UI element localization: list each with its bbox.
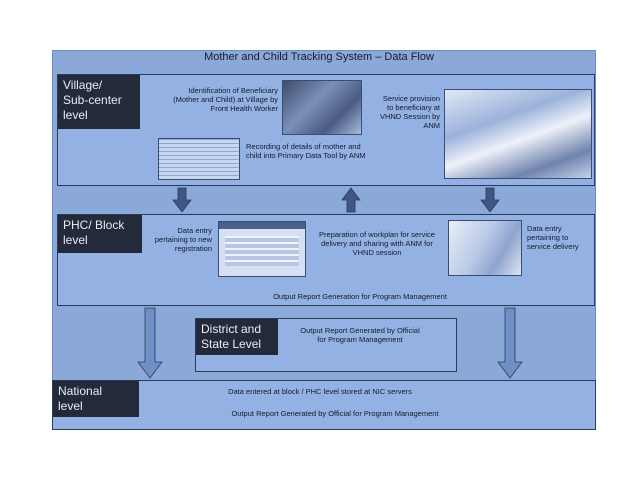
vhnd-session-photo bbox=[444, 89, 592, 179]
entry-service-delivery-text: Data entry pertaining to service deliver… bbox=[527, 224, 579, 251]
district-label-line2: State Level bbox=[201, 337, 262, 351]
village-level-label: Village/ Sub-center level bbox=[58, 75, 140, 129]
service-text: Service provision to beneficiary at VHND… bbox=[379, 94, 440, 130]
phc-label-line2: level bbox=[63, 233, 88, 247]
entry-new-registration-text: Data entry pertaining to new registratio… bbox=[154, 226, 212, 253]
data-entry-photo bbox=[448, 220, 522, 276]
recording-text: Recording of details of mother and child… bbox=[246, 142, 366, 160]
district-label-line1: District and bbox=[201, 322, 262, 336]
phc-output-text: Output Report Generation for Program Man… bbox=[273, 292, 447, 301]
district-level-label: District and State Level bbox=[196, 319, 278, 355]
software-screenshot bbox=[218, 221, 306, 277]
arrow-down-phc-to-national-right bbox=[497, 307, 523, 379]
national-label-line2: level bbox=[58, 399, 83, 413]
village-label-line3: level bbox=[63, 108, 88, 122]
identification-text: Identification of Beneficiary (Mother an… bbox=[173, 86, 278, 113]
arrow-down-village-to-phc-right bbox=[480, 187, 500, 213]
village-label-line1: Village/ bbox=[63, 78, 103, 92]
arrow-up-phc-to-village bbox=[341, 187, 361, 213]
diagram-title: Mother and Child Tracking System – Data … bbox=[204, 51, 434, 63]
national-label-line1: National bbox=[58, 384, 103, 398]
arrow-down-village-to-phc bbox=[172, 187, 192, 213]
national-level-label: National level bbox=[53, 381, 139, 417]
phc-label-line1: PHC/ Block bbox=[63, 218, 125, 232]
workplan-text: Preparation of workplan for service deli… bbox=[319, 230, 435, 257]
arrow-down-phc-to-national-left bbox=[137, 307, 163, 379]
national-output-text: Output Report Generated by Official for … bbox=[231, 409, 439, 418]
national-band bbox=[52, 380, 596, 430]
district-output-text: Output Report Generated by Official for … bbox=[300, 326, 420, 344]
national-stored-text: Data entered at block / PHC level stored… bbox=[228, 387, 412, 396]
phc-level-label: PHC/ Block level bbox=[58, 215, 142, 253]
beneficiary-photo bbox=[282, 80, 362, 135]
data-tool-photo bbox=[158, 138, 240, 180]
village-label-line2: Sub-center bbox=[63, 93, 122, 107]
